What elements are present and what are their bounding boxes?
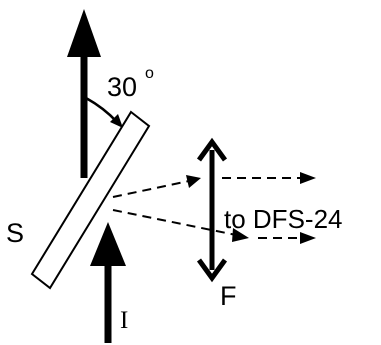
lens-label: F bbox=[220, 281, 237, 311]
transmitted-beam-arrow bbox=[67, 9, 101, 178]
incident-beam-arrow bbox=[90, 222, 126, 343]
reflected-ray-upper bbox=[112, 175, 201, 198]
output-ray-upper bbox=[222, 172, 316, 184]
destination-label: to DFS-24 bbox=[224, 204, 343, 234]
output-ray-lower bbox=[258, 232, 316, 244]
reflected-ray-lower bbox=[112, 209, 249, 242]
angle-label: 30 bbox=[107, 72, 137, 102]
input-beam-label: I bbox=[120, 307, 128, 334]
beam-splitter-plate bbox=[30, 110, 151, 290]
degree-symbol: o bbox=[145, 65, 154, 82]
angle-arc bbox=[85, 96, 123, 128]
focusing-lens bbox=[196, 137, 228, 283]
splitter-label: S bbox=[6, 218, 24, 248]
